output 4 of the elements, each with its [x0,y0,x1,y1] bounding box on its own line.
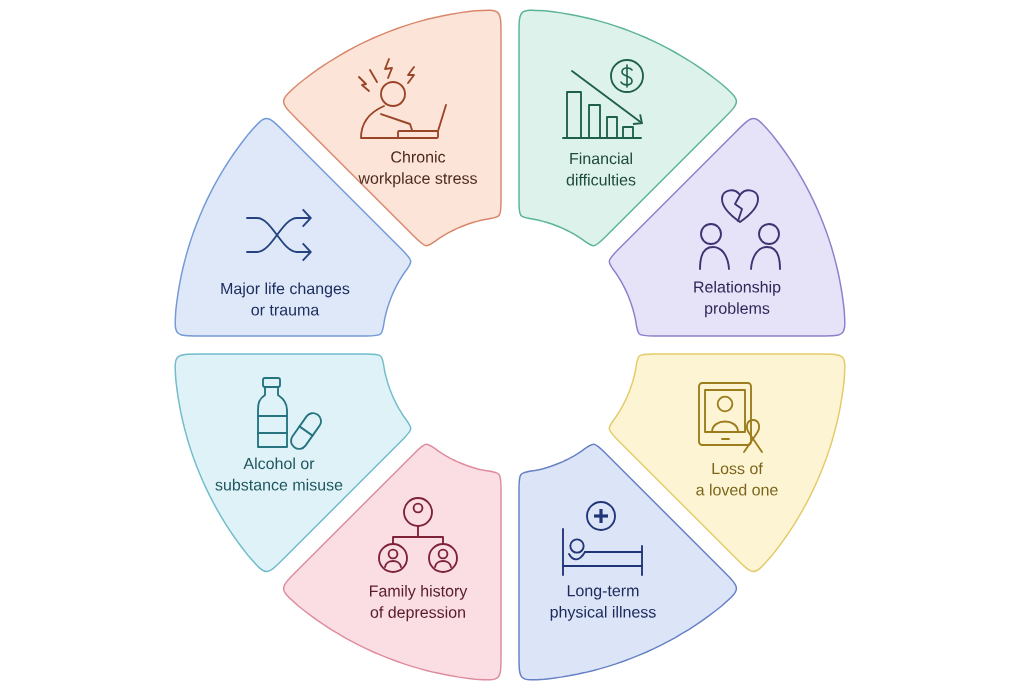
ring-segment: Alcohol or substance misuse [174,353,412,573]
ring-segment: Loss of a loved one [608,353,846,573]
ring-segment: Chronic workplace stress [282,9,502,247]
ring-segment: Financial difficulties [518,9,738,247]
